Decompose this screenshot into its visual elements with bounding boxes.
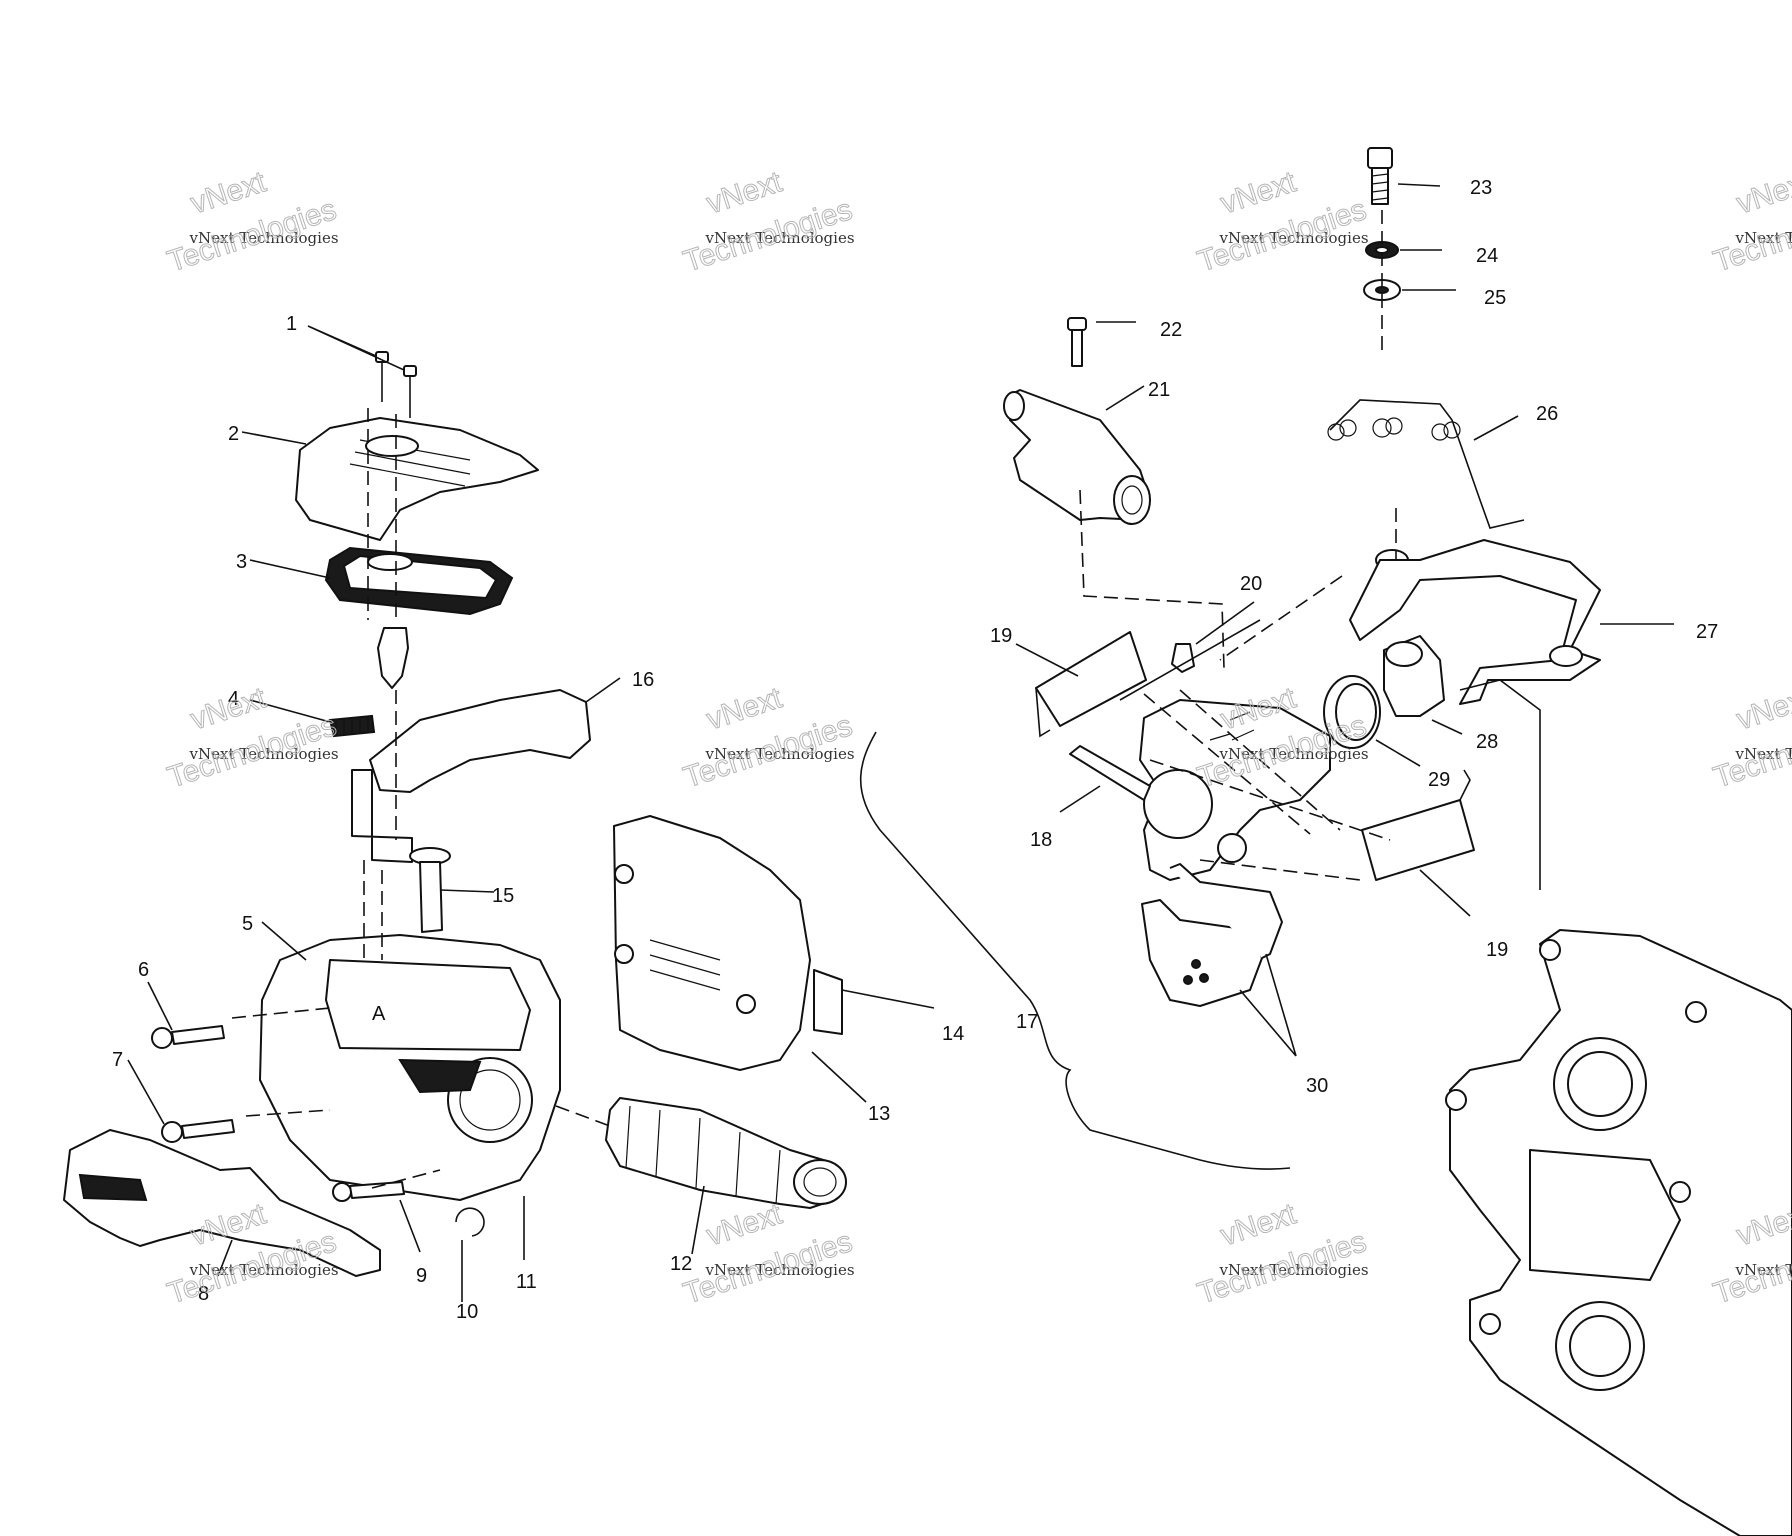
watermark: vNext vNext Technologies Technologies (1709, 165, 1792, 279)
svg-text:vNext: vNext (703, 681, 787, 736)
watermarks: vNext vNext Technologies Technologies vN… (163, 165, 1792, 1311)
callout-26: 26 (1536, 403, 1558, 425)
part-throttle-lever-16 (351, 689, 591, 863)
callout-19-lower: 19 (1486, 939, 1508, 961)
callout-20: 20 (1240, 573, 1262, 595)
leader-lines-right (1015, 183, 1674, 1057)
callout-12: 12 (670, 1253, 692, 1275)
callout-29: 29 (1428, 769, 1450, 791)
callout-24: 24 (1476, 245, 1498, 267)
svg-text:vNext: vNext (1733, 165, 1792, 220)
callout-17: 17 (1016, 1011, 1038, 1033)
part-spring-4 (328, 714, 376, 738)
svg-text:vNext Technologies: vNext Technologies (705, 1261, 855, 1279)
svg-text:vNext: vNext (1217, 1197, 1301, 1252)
watermark: vNext vNext Technologies Technologies (1709, 681, 1792, 795)
part-housing-5: A (259, 934, 561, 1201)
callout-28: 28 (1476, 731, 1498, 753)
part-plunger (377, 627, 409, 689)
part-pad-clip-19-lower (1361, 769, 1475, 881)
svg-text:vNext: vNext (187, 165, 271, 220)
part-pads-30 (1141, 863, 1283, 1007)
svg-text:vNext Technologies: vNext Technologies (1735, 745, 1792, 763)
watermark: vNext vNext Technologies Technologies (163, 681, 341, 795)
svg-text:vNext: vNext (703, 165, 787, 220)
svg-text:vNext Technologies: vNext Technologies (189, 1261, 339, 1279)
part-caliper (1069, 699, 1331, 881)
part-screws-1 (375, 351, 417, 418)
svg-text:vNext Technologies: vNext Technologies (1735, 1261, 1792, 1279)
callout-25: 25 (1484, 287, 1506, 309)
callout-labels: 1 2 3 4 5 6 7 8 9 10 11 12 13 14 15 16 1… (112, 177, 1718, 1323)
leader-lines-left (127, 325, 935, 1302)
part-clip-10 (455, 1207, 485, 1237)
callout-21: 21 (1148, 379, 1170, 401)
part-screw-7 (161, 1119, 235, 1143)
part-cover-2 (295, 417, 539, 541)
callout-7: 7 (112, 1049, 123, 1071)
callout-30: 30 (1306, 1075, 1328, 1097)
callout-5: 5 (242, 913, 253, 935)
callout-1: 1 (286, 313, 297, 335)
callout-19-upper: 19 (990, 625, 1012, 647)
svg-text:vNext Technologies: vNext Technologies (1219, 745, 1369, 763)
svg-text:vNext: vNext (1217, 165, 1301, 220)
callout-4: 4 (228, 688, 239, 710)
part-bracket-27 (1349, 539, 1601, 705)
callout-3: 3 (236, 551, 247, 573)
part-chaincase-cover (1445, 929, 1792, 1536)
svg-text:vNext Technologies: vNext Technologies (1219, 229, 1369, 247)
callout-16: 16 (632, 669, 654, 691)
watermark: vNext vNext Technologies Technologies (679, 165, 857, 279)
callout-18: 18 (1030, 829, 1052, 851)
callout-9: 9 (416, 1265, 427, 1287)
part-pad-clip-19-upper (1035, 631, 1147, 738)
part-cover-13 (613, 815, 843, 1071)
svg-text:vNext Technologies: vNext Technologies (1735, 229, 1792, 247)
callout-15: 15 (492, 885, 514, 907)
callout-6: 6 (138, 959, 149, 981)
callout-22: 22 (1160, 319, 1182, 341)
part-brake-lever-8 (63, 1129, 381, 1277)
svg-text:vNext: vNext (703, 1197, 787, 1252)
part-grip-12 (605, 1097, 847, 1209)
part-spring-26 (1327, 399, 1525, 529)
callout-27: 27 (1696, 621, 1718, 643)
watermark: vNext vNext Technologies Technologies (1193, 165, 1371, 279)
svg-text:vNext Technologies: vNext Technologies (189, 229, 339, 247)
part-screw-22 (1067, 317, 1087, 367)
brace-17 (859, 731, 1291, 1170)
svg-text:vNext Technologies: vNext Technologies (1219, 1261, 1369, 1279)
svg-text:vNext Technologies: vNext Technologies (705, 745, 855, 763)
callout-23: 23 (1470, 177, 1492, 199)
callout-14: 14 (942, 1023, 964, 1045)
part-screw-6 (151, 1025, 225, 1049)
callout-13: 13 (868, 1103, 890, 1125)
part-fitting-21 (1003, 389, 1151, 525)
part-screw-9 (332, 1181, 405, 1202)
callout-2: 2 (228, 423, 239, 445)
watermark: vNext vNext Technologies Technologies (163, 165, 341, 279)
callout-8: 8 (198, 1283, 209, 1305)
svg-text:vNext: vNext (1733, 681, 1792, 736)
watermark: vNext vNext Technologies Technologies (1193, 1197, 1371, 1311)
callout-11: 11 (516, 1271, 537, 1293)
svg-text:vNext Technologies: vNext Technologies (189, 745, 339, 763)
watermark: vNext vNext Technologies Technologies (679, 681, 857, 795)
part-lockwasher-24 (1365, 241, 1399, 259)
part-bolt-23 (1367, 147, 1393, 205)
svg-text:vNext Technologies: vNext Technologies (705, 229, 855, 247)
callout-10: 10 (456, 1301, 478, 1323)
part-piston-28 (1383, 635, 1445, 717)
part-bleeder-20 (1171, 643, 1195, 673)
part-pin-15 (409, 847, 451, 933)
part-seal-29 (1323, 675, 1381, 749)
housing-mark: A (372, 1003, 386, 1025)
part-gasket-3 (324, 546, 514, 616)
